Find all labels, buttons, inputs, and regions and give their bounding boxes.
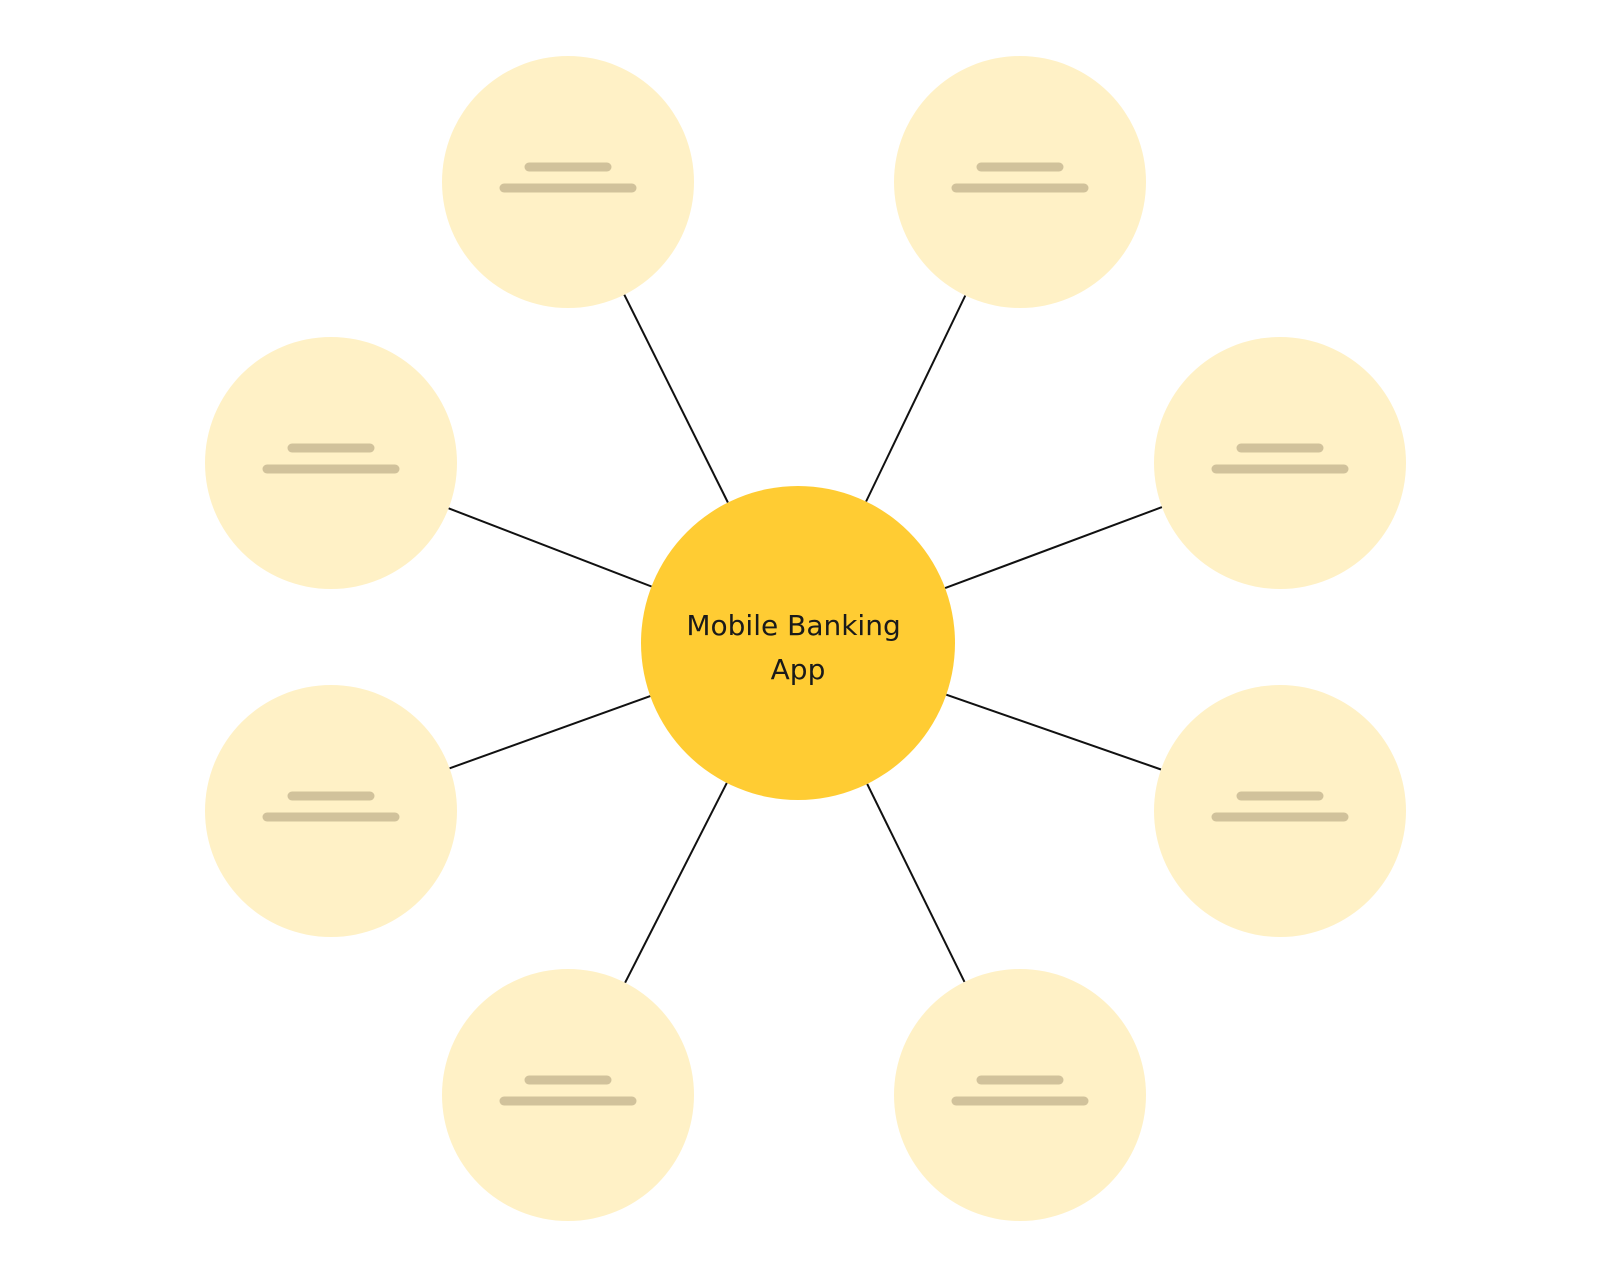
connector-line-6 [945,693,1162,771]
connector-line-1 [623,294,729,503]
subtopic-node-circle[interactable] [205,337,457,589]
subtopic-node-circle[interactable] [442,56,694,308]
subtopic-node-circle[interactable] [205,685,457,937]
central-topic-label-line-2: App [771,653,826,686]
connector-line-8 [866,783,966,983]
subtopic-node-5[interactable] [205,685,457,937]
subtopic-node-circle[interactable] [1154,685,1406,937]
subtopic-node-circle[interactable] [442,969,694,1221]
subtopic-node-circle[interactable] [894,56,1146,308]
central-topic[interactable]: Mobile Banking App [641,486,955,800]
subtopic-node-2[interactable] [894,56,1146,308]
node-group [205,56,1406,1221]
connector-line-7 [624,782,728,984]
subtopic-node-4[interactable] [1154,337,1406,589]
connector-line-2 [865,295,967,502]
subtopic-node-circle[interactable] [1154,337,1406,589]
subtopic-node-8[interactable] [894,969,1146,1221]
connector-line-4 [944,506,1163,590]
connector-group [448,294,1163,984]
subtopic-node-3[interactable] [205,337,457,589]
subtopic-node-6[interactable] [1154,685,1406,937]
central-topic-label-line-1: Mobile Banking [686,609,900,642]
connector-line-3 [448,507,652,588]
central-topic-label: Mobile Banking App [686,609,909,686]
connector-line-5 [449,695,651,770]
subtopic-node-1[interactable] [442,56,694,308]
subtopic-node-circle[interactable] [894,969,1146,1221]
subtopic-node-7[interactable] [442,969,694,1221]
central-topic-circle[interactable] [641,486,955,800]
